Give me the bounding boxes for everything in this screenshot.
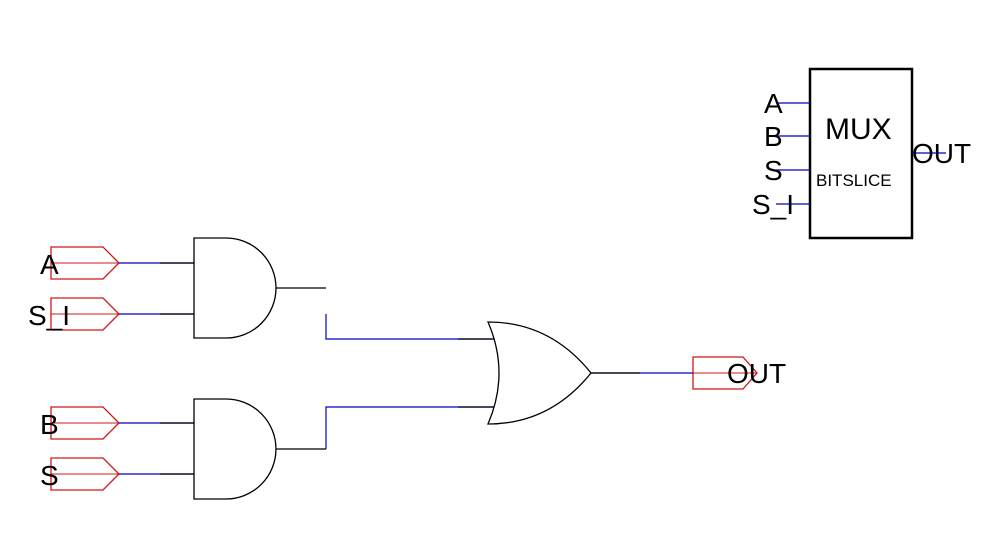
- mux-pin-out-label: OUT: [912, 138, 971, 169]
- wire-and2-to-or[interactable]: [325, 406, 500, 449]
- mux-pin-si-label: S_I: [752, 189, 794, 220]
- input-port-s-i[interactable]: S_I: [28, 297, 120, 331]
- mux-pin-s-label: S: [764, 155, 783, 186]
- port-label-b: B: [40, 409, 59, 440]
- port-label-a: A: [40, 249, 59, 280]
- wire-and1-to-or[interactable]: [325, 314, 500, 340]
- mux-pin-b-label: B: [764, 121, 783, 152]
- port-flag: [692, 356, 758, 390]
- gate-pins: [160, 262, 640, 475]
- input-port-b[interactable]: B: [40, 406, 120, 440]
- mux-symbol[interactable]: MUX BITSLICE A B S S_I OUT: [752, 67, 971, 240]
- port-flag: [50, 246, 120, 280]
- port-flag: [50, 457, 120, 491]
- port-flag: [50, 406, 120, 440]
- mux-title: MUX: [825, 113, 892, 146]
- and-gate-2[interactable]: [193, 398, 277, 500]
- port-label-out: OUT: [727, 358, 786, 389]
- mux-symbol-body: [808, 67, 914, 240]
- port-label-s-i: S_I: [28, 300, 70, 331]
- mux-pin-a-label: A: [764, 88, 783, 119]
- input-port-s[interactable]: S: [40, 457, 120, 491]
- mux-subtitle: BITSLICE: [816, 171, 892, 190]
- output-port-out[interactable]: OUT: [692, 356, 786, 390]
- port-flag: [50, 297, 120, 331]
- input-port-a[interactable]: A: [40, 246, 120, 280]
- and-gate-1[interactable]: [193, 237, 277, 339]
- or-gate[interactable]: [487, 321, 592, 425]
- port-label-s: S: [40, 460, 59, 491]
